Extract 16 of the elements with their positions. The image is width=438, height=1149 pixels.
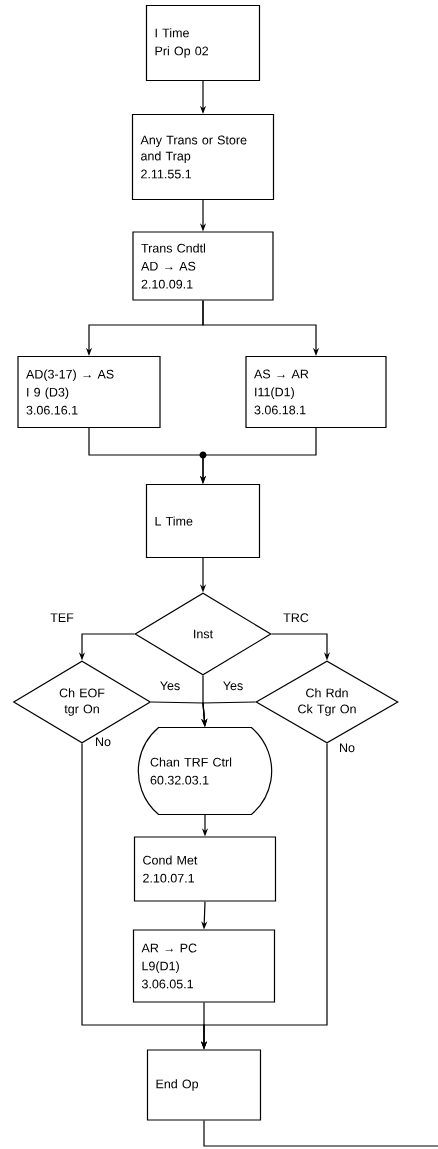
edge-label: No <box>340 743 355 753</box>
edge-label: Yes <box>160 681 180 691</box>
terminal-box: Chan TRF Ctrl 60.32.03.1 <box>137 726 273 816</box>
edge-label: No <box>96 737 111 747</box>
process-box: End Op <box>146 1049 262 1121</box>
process-box: Any Trans or Store and Trap 2.11.55.1 <box>131 113 275 201</box>
process-box: L Time <box>145 483 261 559</box>
process-box: AD(3-17) → AS I 9 (D3) 3.06.16.1 <box>17 355 161 429</box>
process-box: I Time Pri Op 02 <box>145 4 261 82</box>
process-box: AS → AR I11(D1) 3.06.18.1 <box>245 355 387 429</box>
process-box: Trans Cndtl AD → AS 2.10.09.1 <box>132 231 274 301</box>
edge-label: Yes <box>223 681 243 691</box>
process-box: AR → PC L9(D1) 3.06.05.1 <box>132 929 276 1003</box>
edge-label: TRC <box>283 613 309 623</box>
edge-label: TEF <box>50 613 74 622</box>
process-box: Cond Met 2.10.07.1 <box>133 836 277 902</box>
